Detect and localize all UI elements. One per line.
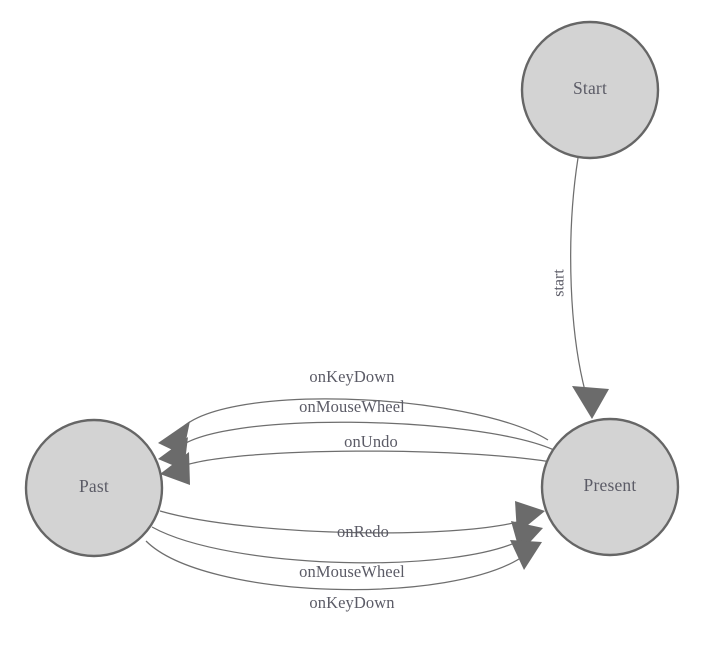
edge-present-to-past-onkeydown-label: onKeyDown	[309, 367, 394, 386]
edge-past-to-present-onredo[interactable]: onRedo	[159, 501, 545, 541]
edge-present-to-past-onkeydown-path	[176, 398, 549, 441]
edge-past-to-present-onmousewheel-label: onMouseWheel	[299, 562, 405, 581]
edge-present-to-past-onundo-arrowhead	[160, 452, 190, 485]
node-past-circle	[24, 418, 164, 558]
node-past[interactable]: Past	[24, 418, 164, 558]
node-start[interactable]: Start	[520, 20, 660, 160]
node-past-label: Past	[79, 476, 109, 496]
edge-past-to-present-onkeydown-arrowhead	[510, 540, 542, 570]
edge-present-to-past-onmousewheel-label: onMouseWheel	[299, 397, 405, 416]
edge-start-to-present-path	[570, 157, 591, 409]
edge-past-to-present-onmousewheel-path	[151, 526, 526, 564]
edge-past-to-present-onkeydown-label: onKeyDown	[309, 593, 394, 612]
edge-past-to-present-onkeydown-path	[145, 540, 526, 591]
edge-present-to-past-onundo-label: onUndo	[344, 432, 398, 451]
edge-start-to-present[interactable]: start	[551, 157, 609, 419]
node-start-label: Start	[573, 78, 607, 98]
node-present[interactable]: Present	[540, 417, 680, 557]
edge-present-to-past-onmousewheel-path	[175, 421, 555, 451]
edge-start-to-present-label: start	[551, 269, 568, 297]
edge-present-to-past-onundo[interactable]: onUndo	[160, 432, 558, 485]
edge-past-to-present-onredo-path	[159, 510, 528, 534]
node-start-circle	[520, 20, 660, 160]
edge-start-to-present-arrowhead	[572, 386, 609, 419]
node-present-label: Present	[584, 475, 637, 495]
edge-present-to-past-onundo-path	[179, 450, 558, 468]
edge-past-to-present-onkeydown[interactable]: onKeyDown	[145, 540, 542, 612]
node-present-circle	[540, 417, 680, 557]
edge-past-to-present-onredo-label: onRedo	[337, 522, 389, 541]
